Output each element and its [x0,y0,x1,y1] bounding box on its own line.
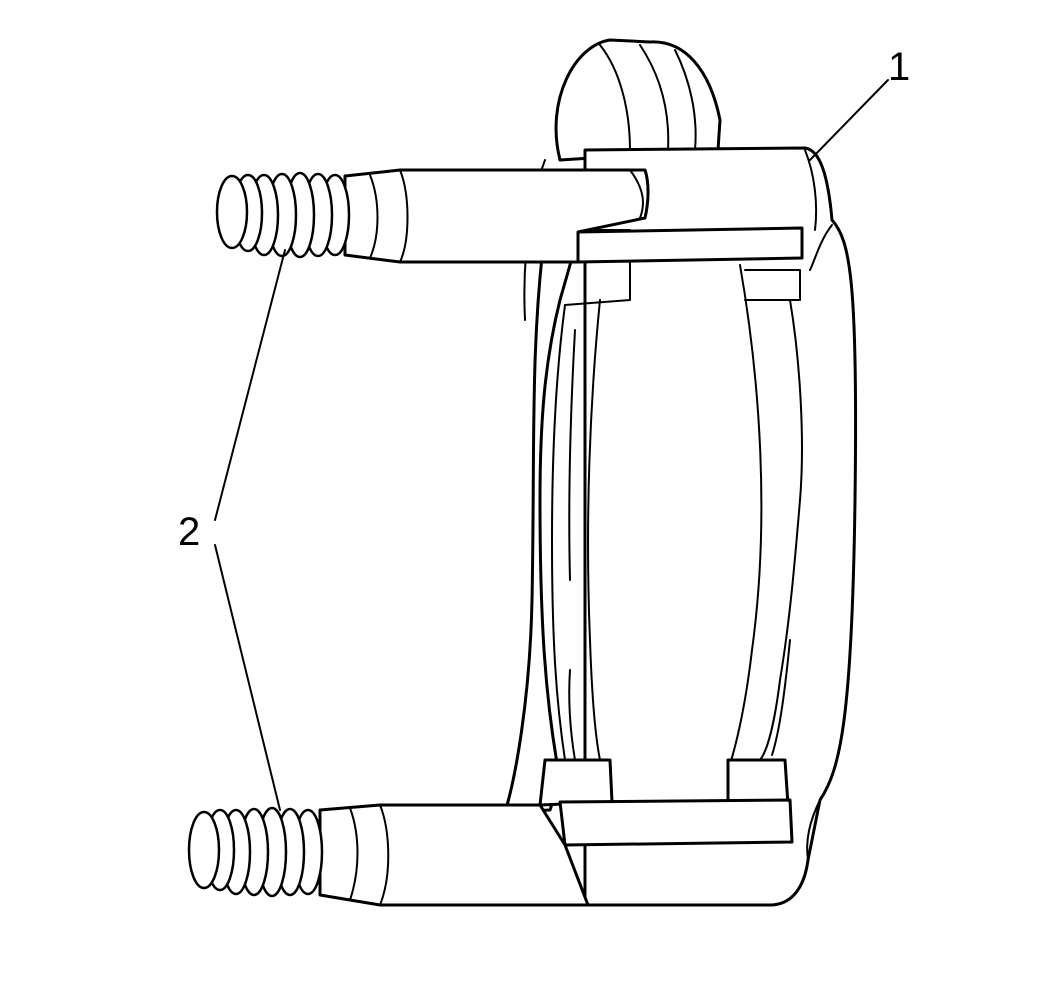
leader-lines [214,79,889,811]
leader-line-1 [809,79,889,161]
callout-label-2: 2 [178,510,200,554]
top-crossmember [576,226,804,264]
top-pin-boot [215,171,351,259]
bottom-pin-boot [187,806,324,898]
bottom-guide-pin [187,803,590,907]
caliper-rear-body [554,38,858,907]
callout-label-1: 1 [888,45,910,89]
leader-line-2-upper [214,249,286,521]
top-guide-pin [215,168,650,264]
bottom-crossmember [538,758,794,847]
leader-line-2-lower [214,544,281,811]
